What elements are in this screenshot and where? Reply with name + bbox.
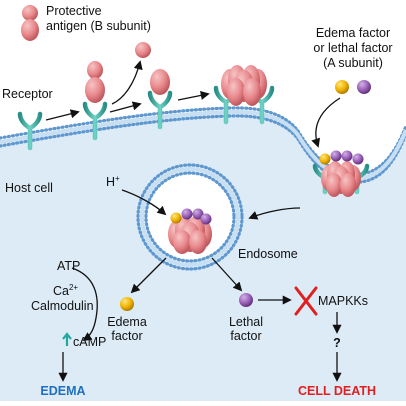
arrow-to-cleaved [109,101,142,113]
receptor-label: Receptor [2,87,53,101]
plasma-membrane-outer [0,106,406,176]
camp-label: cAMP [73,335,106,349]
antigen-cleaved-bound [150,69,170,95]
mapkks-label: MAPKKs [318,294,368,308]
lethal-factor-label-line1: Lethal [229,315,263,329]
lethal-factor-legend-ball [357,80,371,94]
arrow-cleavage [111,60,143,105]
calcium-label: Ca2+ [53,283,78,298]
calmodulin-label: Calmodulin [31,299,94,313]
cell-death-outcome-label: CELL DEATH [298,384,376,398]
arrow-h-plus [121,189,167,216]
edema-factor-label-line1: Edema [107,315,147,329]
lethal-factor-label-line2: factor [230,329,261,343]
edema-outcome-label: EDEMA [40,384,85,398]
arrow-atp-to-camp [71,267,98,342]
edema-lethal-label-line3: (A subunit) [323,56,383,70]
h-plus-label: H+ [106,174,120,189]
edema-factor-label-line2: factor [111,329,142,343]
antigen-bound-full [85,61,105,103]
arrow-to-heptamer [177,90,210,101]
arrow-to-edema-factor [130,257,167,294]
membrane-core [0,109,406,181]
protective-antigen-label-line1: Protective [46,4,102,18]
arrow-endocytosis [248,207,301,220]
edema-lethal-label-line2: or lethal factor [313,41,392,55]
edema-factor-released [120,297,134,311]
atp-label: ATP [57,259,80,273]
endosome-heptamer-with-factors [168,208,212,254]
antigen-heptamer [221,65,267,106]
inhibition-x-icon [294,286,318,316]
arrow-factors-binding [311,97,341,148]
receptor-2 [82,101,108,141]
arrow-receptor-to-binding [45,109,80,121]
receptor-3 [147,90,173,130]
host-cell-label: Host cell [5,181,53,195]
protective-antigen-legend-icon [21,5,39,41]
protective-antigen-label-line2: antigen (B subunit) [46,19,151,33]
endosome-label: Endosome [238,247,298,261]
endosome-membrane-core [140,167,240,267]
arrow-to-lethal-factor [211,257,243,292]
edema-lethal-label-line1: Edema factor [316,26,390,40]
up-arrow-icon [62,332,72,346]
antigen-heptamer-with-factors [319,150,364,197]
lethal-factor-released [239,293,253,307]
question-label: ? [333,336,341,350]
plasma-membrane-inner [0,114,406,184]
cleaved-antigen-fragment [135,42,151,58]
edema-factor-legend-ball [335,80,349,94]
receptor-1 [17,111,43,151]
